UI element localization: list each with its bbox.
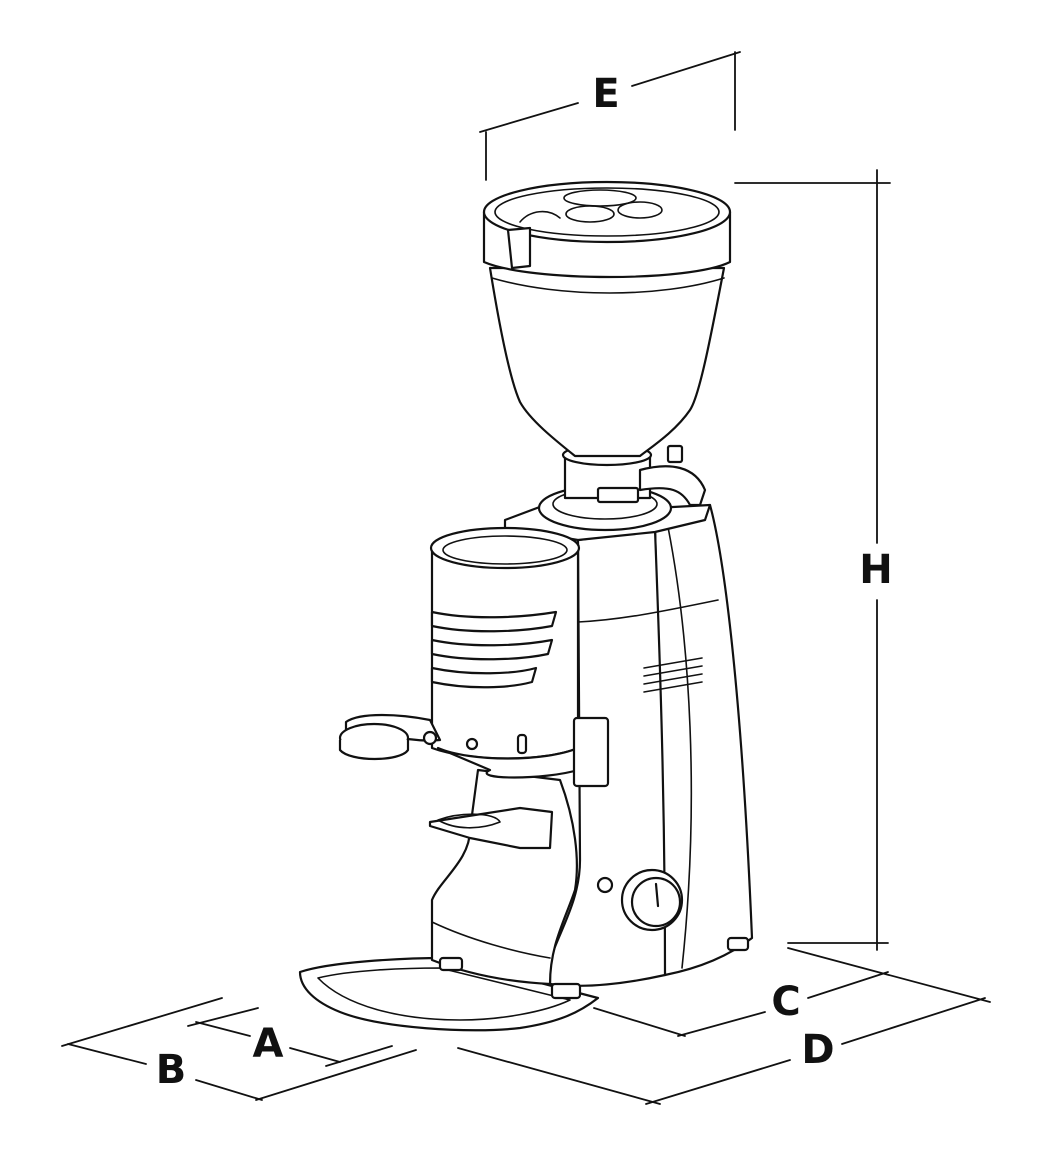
dimension-label-h: H <box>859 547 892 593</box>
drip-tray <box>298 956 600 1032</box>
portafilter-fork <box>428 806 554 850</box>
dimension-label-b: B <box>156 1047 187 1093</box>
dimension-lines <box>61 51 991 1105</box>
dimension-label-d: D <box>801 1027 834 1073</box>
doser <box>338 526 610 788</box>
dimension-label-a: A <box>253 1021 284 1067</box>
bean-hopper <box>482 180 732 458</box>
timer-knob <box>596 868 684 932</box>
dimension-label-c: C <box>771 979 800 1025</box>
dimension-label-e: E <box>592 71 619 117</box>
